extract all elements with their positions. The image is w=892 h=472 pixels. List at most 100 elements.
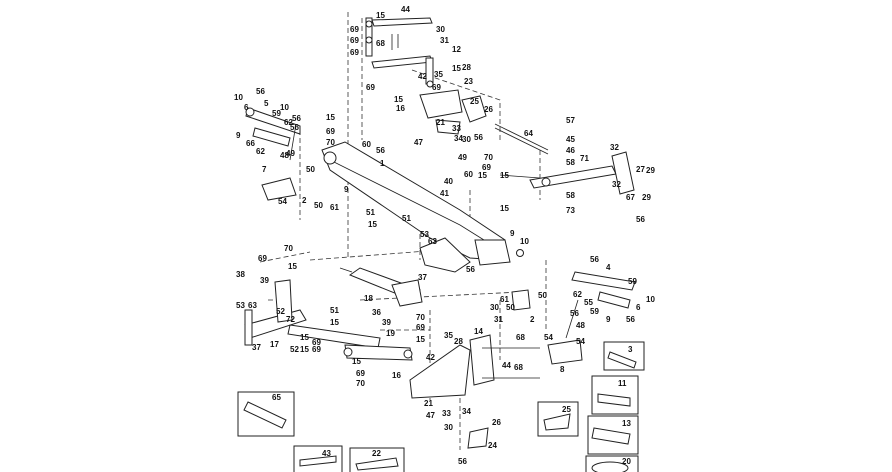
callout-29: 29 — [646, 166, 655, 175]
callout-68: 68 — [514, 363, 523, 372]
callout-66: 66 — [246, 139, 255, 148]
callout-24: 24 — [488, 441, 497, 450]
callout-49: 49 — [286, 149, 295, 158]
callout-6: 6 — [636, 303, 641, 312]
callout-69: 69 — [350, 36, 359, 45]
callout-15: 15 — [352, 357, 361, 366]
callout-51: 51 — [330, 306, 339, 315]
callout-55: 55 — [584, 298, 593, 307]
callout-70: 70 — [284, 244, 293, 253]
callout-61: 61 — [330, 203, 339, 212]
hydraulic-cylinder — [339, 267, 423, 307]
callout-50: 50 — [314, 201, 323, 210]
callout-39: 39 — [382, 318, 391, 327]
callout-9: 9 — [236, 131, 241, 140]
callout-31: 31 — [440, 36, 449, 45]
callout-63: 63 — [428, 237, 437, 246]
callout-69: 69 — [366, 83, 375, 92]
callout-58: 58 — [566, 191, 575, 200]
callout-5: 5 — [264, 99, 269, 108]
callout-6: 6 — [244, 103, 249, 112]
callout-9: 9 — [344, 185, 349, 194]
callout-42: 42 — [426, 353, 435, 362]
callout-62: 62 — [284, 118, 293, 127]
callout-42: 42 — [418, 72, 427, 81]
callout-15: 15 — [416, 335, 425, 344]
callout-16: 16 — [396, 104, 405, 113]
callout-53: 53 — [420, 230, 429, 239]
callout-48: 48 — [280, 151, 289, 160]
callout-54: 54 — [576, 337, 585, 346]
callout-54: 54 — [544, 333, 553, 342]
callout-22: 22 — [372, 449, 381, 458]
callout-11: 11 — [618, 379, 627, 388]
callout-52: 52 — [290, 345, 299, 354]
callout-30: 30 — [444, 423, 453, 432]
callout-15: 15 — [394, 95, 403, 104]
right-lever-assembly — [499, 151, 635, 195]
callout-57: 57 — [566, 116, 575, 125]
callout-20: 20 — [622, 457, 631, 466]
callout-7: 7 — [262, 165, 267, 174]
callout-4: 4 — [606, 263, 611, 272]
callout-10: 10 — [520, 237, 529, 246]
callout-58: 58 — [566, 158, 575, 167]
callout-2: 2 — [302, 196, 307, 205]
assembly-guide-lines — [259, 12, 547, 450]
callout-56: 56 — [290, 123, 299, 132]
detail-inset-22 — [349, 447, 405, 472]
callout-56: 56 — [570, 309, 579, 318]
detail-inset-3 — [603, 341, 645, 371]
callout-29: 29 — [642, 193, 651, 202]
callout-32: 32 — [612, 180, 621, 189]
callout-69: 69 — [482, 163, 491, 172]
callout-30: 30 — [462, 135, 471, 144]
callout-46: 46 — [566, 146, 575, 155]
callout-10: 10 — [646, 295, 655, 304]
callout-15: 15 — [330, 318, 339, 327]
callout-71: 71 — [580, 154, 589, 163]
callout-9: 9 — [606, 315, 611, 324]
callout-59: 59 — [590, 307, 599, 316]
callout-25: 25 — [470, 97, 479, 106]
lower-link-arm — [287, 324, 413, 361]
callout-1: 1 — [380, 159, 385, 168]
callout-15: 15 — [368, 220, 377, 229]
callout-44: 44 — [502, 361, 511, 370]
callout-38: 38 — [236, 270, 245, 279]
callout-9: 9 — [510, 229, 515, 238]
callout-56: 56 — [474, 133, 483, 142]
callout-70: 70 — [326, 138, 335, 147]
callout-35: 35 — [444, 331, 453, 340]
callout-67: 67 — [626, 193, 635, 202]
callout-50: 50 — [506, 303, 515, 312]
left-arm-assembly — [245, 107, 301, 201]
callout-23: 23 — [464, 77, 473, 86]
callout-69: 69 — [350, 48, 359, 57]
callout-51: 51 — [402, 214, 411, 223]
callout-53: 53 — [236, 301, 245, 310]
callout-15: 15 — [376, 11, 385, 20]
detail-inset-11 — [591, 375, 639, 415]
callout-37: 37 — [252, 343, 261, 352]
callout-51: 51 — [366, 208, 375, 217]
main-frame-part — [321, 141, 524, 273]
callout-30: 30 — [436, 25, 445, 34]
callout-2: 2 — [530, 315, 535, 324]
callout-34: 34 — [454, 134, 463, 143]
callout-72: 72 — [286, 315, 295, 324]
callout-34: 34 — [462, 407, 471, 416]
callout-15: 15 — [500, 204, 509, 213]
upper-bracket-assembly — [419, 89, 549, 155]
callout-33: 33 — [442, 409, 451, 418]
callout-25: 25 — [562, 405, 571, 414]
callout-50: 50 — [538, 291, 547, 300]
callout-69: 69 — [356, 369, 365, 378]
callout-63: 63 — [248, 301, 257, 310]
callout-69: 69 — [312, 345, 321, 354]
callout-68: 68 — [516, 333, 525, 342]
callout-64: 64 — [524, 129, 533, 138]
callout-27: 27 — [636, 165, 645, 174]
